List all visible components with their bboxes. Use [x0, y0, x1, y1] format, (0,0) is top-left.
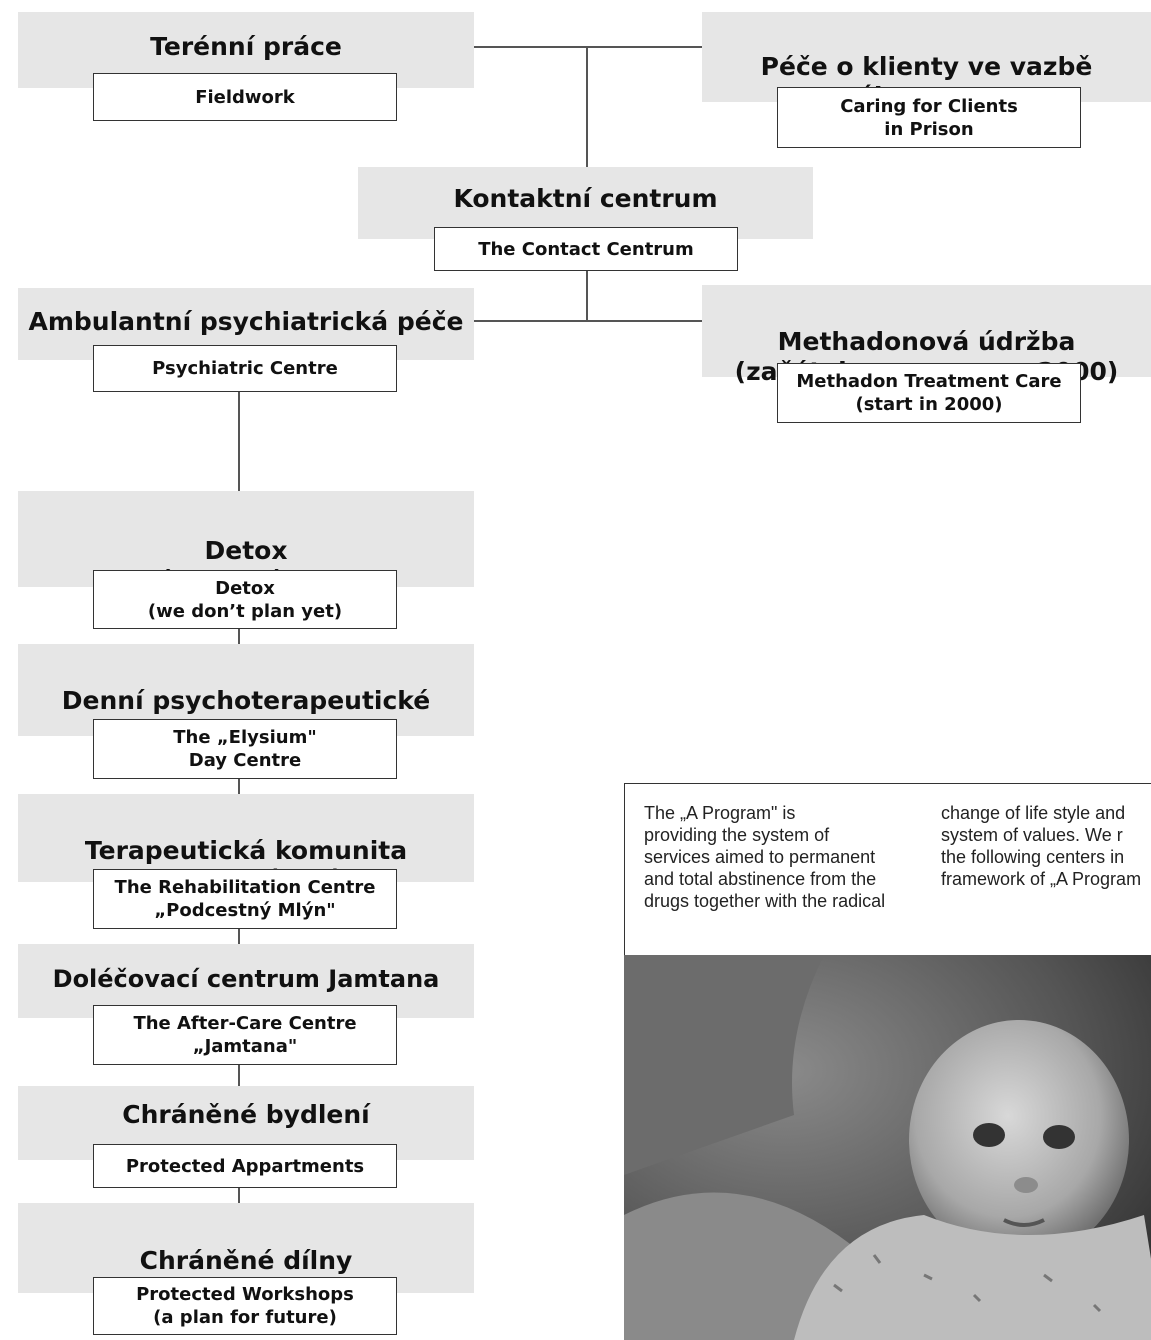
podcestny-en-label: The Rehabilitation Centre „Podcestný Mlý…	[114, 877, 376, 921]
elysium-box: The „Elysium" Day Centre	[93, 719, 397, 779]
jamtana-cz-title: Doléčovací centrum Jamtana	[52, 965, 440, 993]
psychiatric-box: Psychiatric Centre	[93, 345, 397, 392]
elysium-en-label: The „Elysium" Day Centre	[173, 727, 317, 771]
connector-psych-detox	[238, 391, 240, 491]
jamtana-en-label: The After-Care Centre „Jamtana"	[133, 1013, 357, 1057]
connector-jamtana-bydleni	[238, 1064, 240, 1086]
connector-top-to-contact	[586, 47, 588, 168]
prison-care-box: Caring for Clients in Prison	[777, 87, 1081, 148]
connector-fieldwork-prison	[474, 46, 702, 48]
prison-care-en-label: Caring for Clients in Prison	[840, 95, 1018, 140]
fieldwork-box: Fieldwork	[93, 73, 397, 121]
apartments-en-label: Protected Appartments	[125, 1155, 365, 1177]
connector-contact-down	[586, 270, 588, 320]
contact-centre-en-label: The Contact Centrum	[478, 238, 694, 260]
connector-podcestny-jamtana	[238, 928, 240, 944]
psychiatric-en-label: Psychiatric Centre	[152, 358, 338, 379]
contact-centre-cz-title: Kontaktní centrum	[453, 184, 718, 213]
fieldwork-cz-title: Terénní práce	[150, 32, 342, 61]
connector-psych-methadon	[474, 320, 702, 322]
a-program-text-col2: change of life style and system of value…	[941, 803, 1142, 889]
connector-elysium-podcestny	[238, 778, 240, 794]
contact-centre-box: The Contact Centrum	[434, 227, 738, 271]
baby-photo-illustration	[624, 955, 1151, 1340]
a-program-text-col1: The „A Program" is providing the system …	[644, 803, 886, 911]
connector-bydleni-dilny	[238, 1187, 240, 1203]
workshops-box: Protected Workshops (a plan for future)	[93, 1277, 397, 1335]
baby-photo	[624, 955, 1151, 1340]
a-program-text-card: The „A Program" is providing the system …	[624, 783, 1151, 958]
methadon-en-label: Methadon Treatment Care (start in 2000)	[796, 371, 1062, 415]
connector-detox-elysium	[238, 628, 240, 644]
fieldwork-en-label: Fieldwork	[195, 86, 295, 108]
methadon-box: Methadon Treatment Care (start in 2000)	[777, 363, 1081, 423]
psychiatric-cz-title: Ambulantní psychiatrická péče	[28, 307, 464, 336]
podcestny-box: The Rehabilitation Centre „Podcestný Mlý…	[93, 869, 397, 929]
detox-box: Detox (we don’t plan yet)	[93, 570, 397, 629]
apartments-box: Protected Appartments	[93, 1144, 397, 1188]
detox-en-label: Detox (we don’t plan yet)	[147, 577, 343, 622]
workshops-en-label: Protected Workshops (a plan for future)	[136, 1284, 354, 1328]
apartments-cz-title: Chráněné bydlení	[122, 1100, 370, 1129]
jamtana-box: The After-Care Centre „Jamtana"	[93, 1005, 397, 1065]
